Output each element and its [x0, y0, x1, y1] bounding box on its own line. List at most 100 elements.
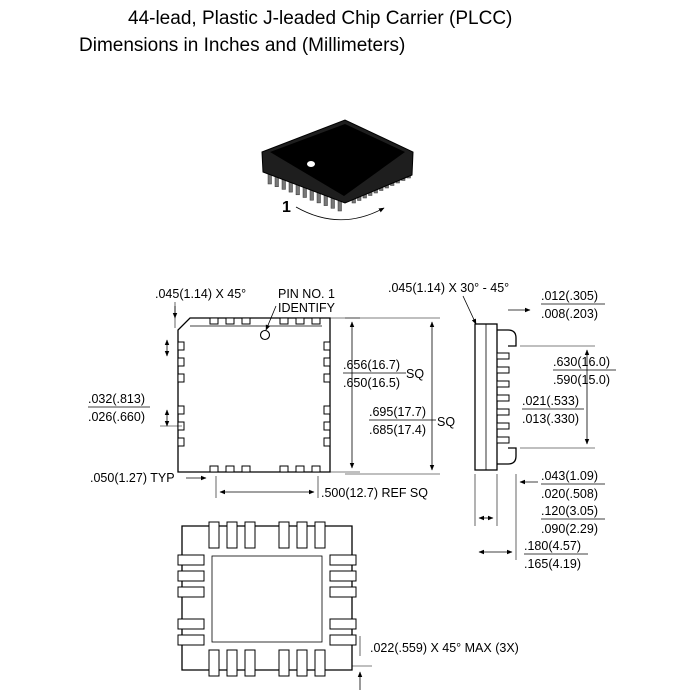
top-pad: [177, 405, 185, 415]
bottom-lead: [177, 634, 205, 646]
side-bottom-lead: [497, 447, 517, 465]
lead-width-min: .026(.660): [88, 410, 145, 424]
pin1-identify-dot: [259, 329, 271, 341]
top-pad: [323, 421, 331, 431]
top-pad: [311, 317, 321, 325]
side-lead-max: .021(.533): [522, 394, 579, 408]
side-lead: [496, 436, 510, 444]
iso-lead: [295, 184, 300, 196]
bottom-lead: [244, 649, 256, 677]
side-c-max: .120(3.05): [541, 504, 598, 518]
bottom-lead: [177, 570, 205, 582]
side-lead: [496, 352, 510, 360]
top-pad: [209, 465, 219, 473]
top-pad: [279, 317, 289, 325]
top-view-pads: [177, 317, 331, 473]
side-h-max: .180(4.57): [524, 539, 581, 553]
bottom-lead: [314, 521, 326, 549]
bottom-view-outline: [181, 525, 353, 671]
iso-lead: [316, 192, 321, 204]
top-view-outline: [177, 317, 331, 473]
iso-chip-top: [270, 124, 405, 196]
foot-span-min: .590(15.0): [553, 373, 610, 387]
side-a-max: .012(.305): [541, 289, 598, 303]
top-pad: [209, 317, 219, 325]
top-pad: [241, 317, 251, 325]
bottom-lead: [244, 521, 256, 549]
bottom-lead: [177, 586, 205, 598]
top-chamfer-label: .045(1.14) X 45°: [155, 287, 246, 301]
top-pad: [311, 465, 321, 473]
iso-lead: [288, 181, 293, 193]
top-pad: [323, 341, 331, 351]
iso-lead: [302, 187, 307, 198]
top-pad: [323, 405, 331, 415]
iso-pin1-arrow: [295, 206, 385, 221]
corner-chamfer-label: .022(.559) X 45° MAX (3X): [370, 641, 519, 655]
bottom-lead: [329, 554, 357, 566]
side-a-min: .008(.203): [541, 307, 598, 321]
side-chamfer-label: .045(1.14) X 30° - 45°: [388, 281, 509, 295]
top-pad: [323, 357, 331, 367]
bottom-view-leads: [177, 521, 357, 677]
bottom-lead: [329, 618, 357, 630]
top-pad: [177, 357, 185, 367]
iso-pin1-label: 1: [282, 199, 291, 216]
side-h-min: .165(4.19): [524, 557, 581, 571]
top-pad: [323, 437, 331, 447]
side-lead: [496, 366, 510, 374]
bottom-lead: [329, 634, 357, 646]
bottom-lead: [177, 618, 205, 630]
bottom-lead: [226, 649, 238, 677]
iso-lead: [274, 176, 279, 187]
side-c-min: .090(2.29): [541, 522, 598, 536]
title-line-1: 44-lead, Plastic J-leaded Chip Carrier (…: [128, 8, 513, 29]
iso-lead: [281, 179, 286, 190]
bottom-lead: [296, 649, 308, 677]
bottom-lead: [329, 586, 357, 598]
bottom-view-inner: [211, 555, 323, 643]
bottom-lead: [278, 649, 290, 677]
side-b-min: .020(.508): [541, 487, 598, 501]
body-size-min: .650(16.5): [343, 376, 400, 390]
foot-span-max: .630(16.0): [553, 355, 610, 369]
side-view: .045(1.14) X 30° - 45° .012(.305) .008(.…: [388, 281, 616, 571]
top-pad: [225, 317, 235, 325]
body-size-max: .656(16.7): [343, 358, 400, 372]
side-lead: [496, 408, 510, 416]
top-pad: [241, 465, 251, 473]
side-leads: [496, 352, 510, 444]
bottom-lead: [226, 521, 238, 549]
bottom-lead: [208, 521, 220, 549]
side-top-lead: [497, 329, 517, 347]
lead-width-max: .032(.813): [88, 392, 145, 406]
body-size-sq: SQ: [406, 367, 424, 381]
bottom-lead: [329, 570, 357, 582]
bottom-lead: [314, 649, 326, 677]
ref-sq-label: .500(12.7) REF SQ: [321, 486, 428, 500]
isometric-chip-view: 1: [261, 119, 414, 221]
top-view: .045(1.14) X 45° PIN NO. 1 IDENTIFY .656…: [88, 287, 455, 500]
bottom-lead: [177, 554, 205, 566]
overall-size-min: .685(17.4): [369, 423, 426, 437]
top-pad: [177, 373, 185, 383]
top-pad: [295, 465, 305, 473]
top-pad: [177, 437, 185, 447]
top-pad: [323, 373, 331, 383]
bottom-lead: [278, 521, 290, 549]
side-lead: [496, 422, 510, 430]
iso-lead: [309, 189, 314, 201]
iso-lead: [330, 198, 335, 209]
overall-size-sq: SQ: [437, 415, 455, 429]
top-pad: [225, 465, 235, 473]
side-lead: [496, 380, 510, 388]
bottom-view: .022(.559) X 45° MAX (3X): [177, 521, 519, 690]
side-lead-min: .013(.330): [522, 412, 579, 426]
side-lead: [496, 394, 510, 402]
iso-lead: [337, 200, 342, 212]
side-b-max: .043(1.09): [541, 469, 598, 483]
top-pad: [279, 465, 289, 473]
pin1-label: PIN NO. 1: [278, 287, 335, 301]
bottom-lead: [296, 521, 308, 549]
